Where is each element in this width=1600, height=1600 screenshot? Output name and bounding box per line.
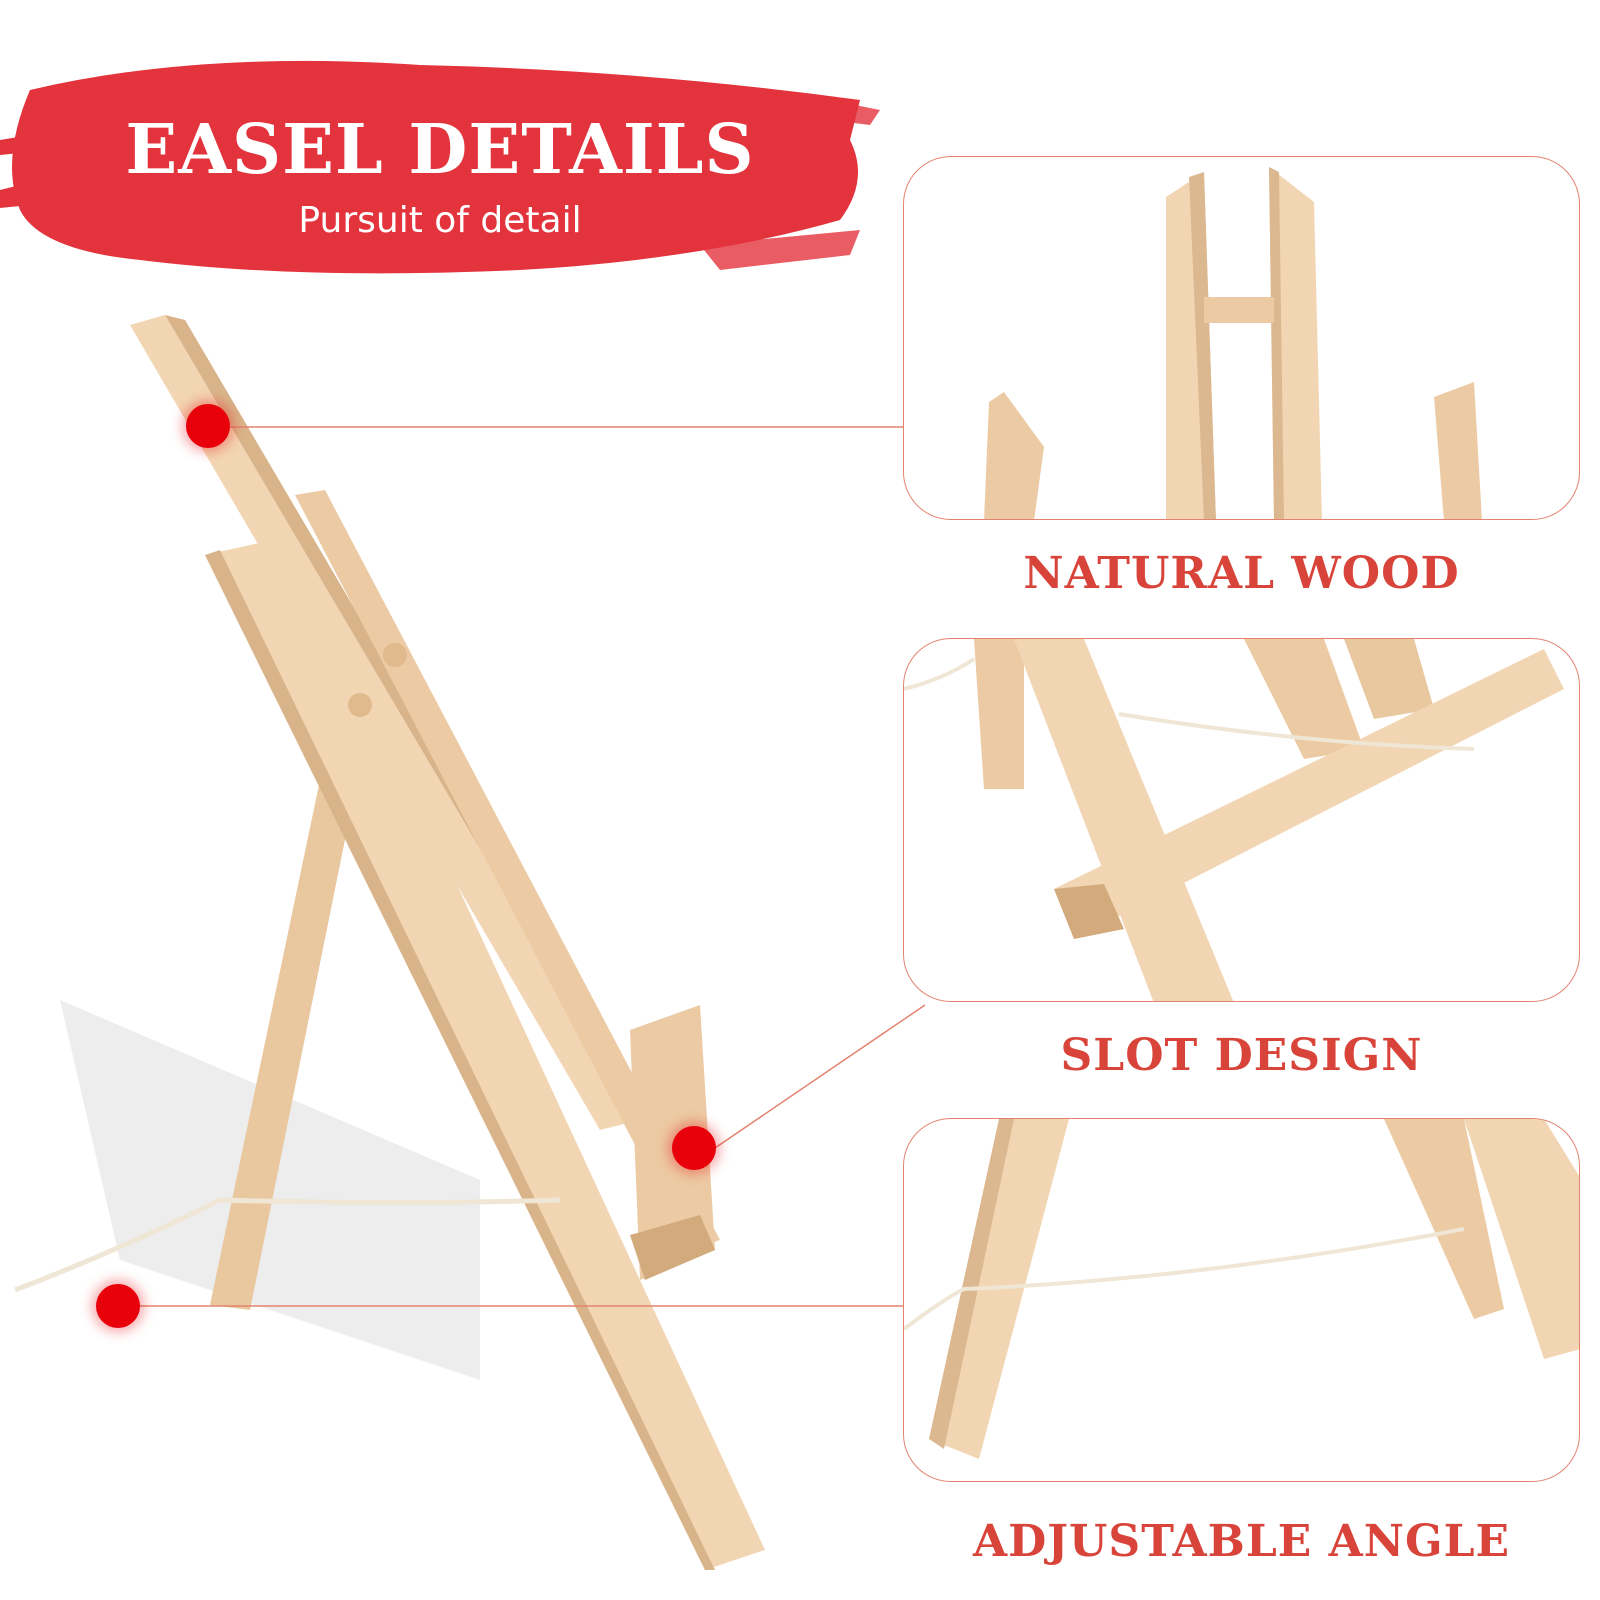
detail-panel-natural-wood xyxy=(903,156,1580,520)
natural-wood-image xyxy=(984,167,1482,519)
slot-design-image xyxy=(904,639,1564,1001)
adjustable-angle-image xyxy=(904,1119,1579,1459)
banner-subtitle: Pursuit of detail xyxy=(298,200,582,241)
label-natural-wood: NATURAL WOOD xyxy=(1023,548,1460,599)
detail-panel-slot-design xyxy=(903,638,1580,1002)
easel-main-image xyxy=(14,315,765,1570)
banner-title: EASEL DETAILS xyxy=(125,110,755,190)
hotspot-natural-wood[interactable] xyxy=(186,404,230,448)
hotspot-slot-design[interactable] xyxy=(672,1126,716,1170)
label-adjustable-angle: ADJUSTABLE ANGLE xyxy=(972,1516,1511,1567)
header-banner: EASEL DETAILS Pursuit of detail xyxy=(0,30,880,290)
hotspot-adjustable-angle[interactable] xyxy=(96,1284,140,1328)
label-slot-design: SLOT DESIGN xyxy=(1060,1030,1423,1081)
detail-panel-adjustable-angle xyxy=(903,1118,1580,1482)
brush-stroke-background xyxy=(0,60,880,274)
